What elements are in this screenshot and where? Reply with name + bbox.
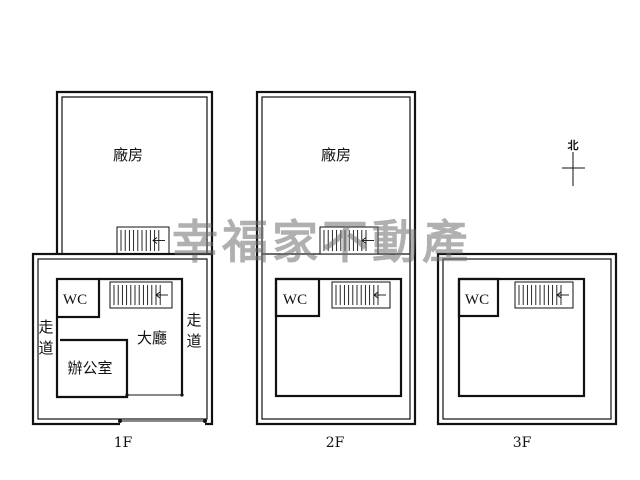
f2-floor-label: 2F	[326, 435, 345, 451]
f3-inner-walls	[457, 277, 586, 398]
stair-arrowhead-icon	[556, 291, 562, 299]
f1-corridor-left-char1: 走	[38, 318, 53, 336]
f1-office-label: 辦公室	[67, 359, 112, 377]
f1-main-walls	[31, 252, 214, 426]
f2-wc-label: WC	[283, 292, 307, 308]
f2-factory-label: 廠房	[321, 146, 351, 164]
stair-arrowhead-icon	[155, 291, 161, 299]
north-label: 北	[568, 138, 579, 152]
floor-2f: 廠房 WC 2F	[255, 90, 417, 451]
f1-factory-stair	[116, 226, 170, 255]
f2-inner-walls	[274, 277, 403, 398]
f1-factory: 廠房	[55, 90, 214, 255]
watermark-text: 幸福家不動產	[172, 215, 472, 269]
stair-arrowhead-icon	[361, 237, 367, 244]
f1-inner-walls	[55, 277, 184, 399]
f1-factory-label: 廠房	[113, 146, 143, 164]
stair-arrowhead-icon	[152, 237, 158, 244]
f1-hall-label: 大廳	[137, 329, 167, 347]
f3-floor-label: 3F	[513, 435, 532, 451]
stair-arrowhead-icon	[373, 291, 379, 299]
f1-corridor-right-char2: 道	[186, 332, 201, 350]
floor-3f: WC 3F	[436, 252, 618, 451]
f1-corridor-left-char2: 道	[38, 339, 53, 357]
f1-corridor-right-char1: 走	[186, 311, 201, 329]
f1-floor-label: 1F	[114, 435, 133, 451]
north-compass: 北	[562, 138, 585, 186]
f3-wc-label: WC	[465, 292, 489, 308]
floor-1f: 廠房 WC	[31, 90, 214, 451]
f2-hall-stair	[331, 281, 391, 309]
f3-outer-walls	[436, 252, 618, 426]
f2-factory-stair	[319, 226, 379, 255]
f1-wc-label: WC	[63, 292, 87, 308]
f3-hall-stair	[514, 281, 574, 309]
f1-hall-stair	[109, 281, 173, 309]
